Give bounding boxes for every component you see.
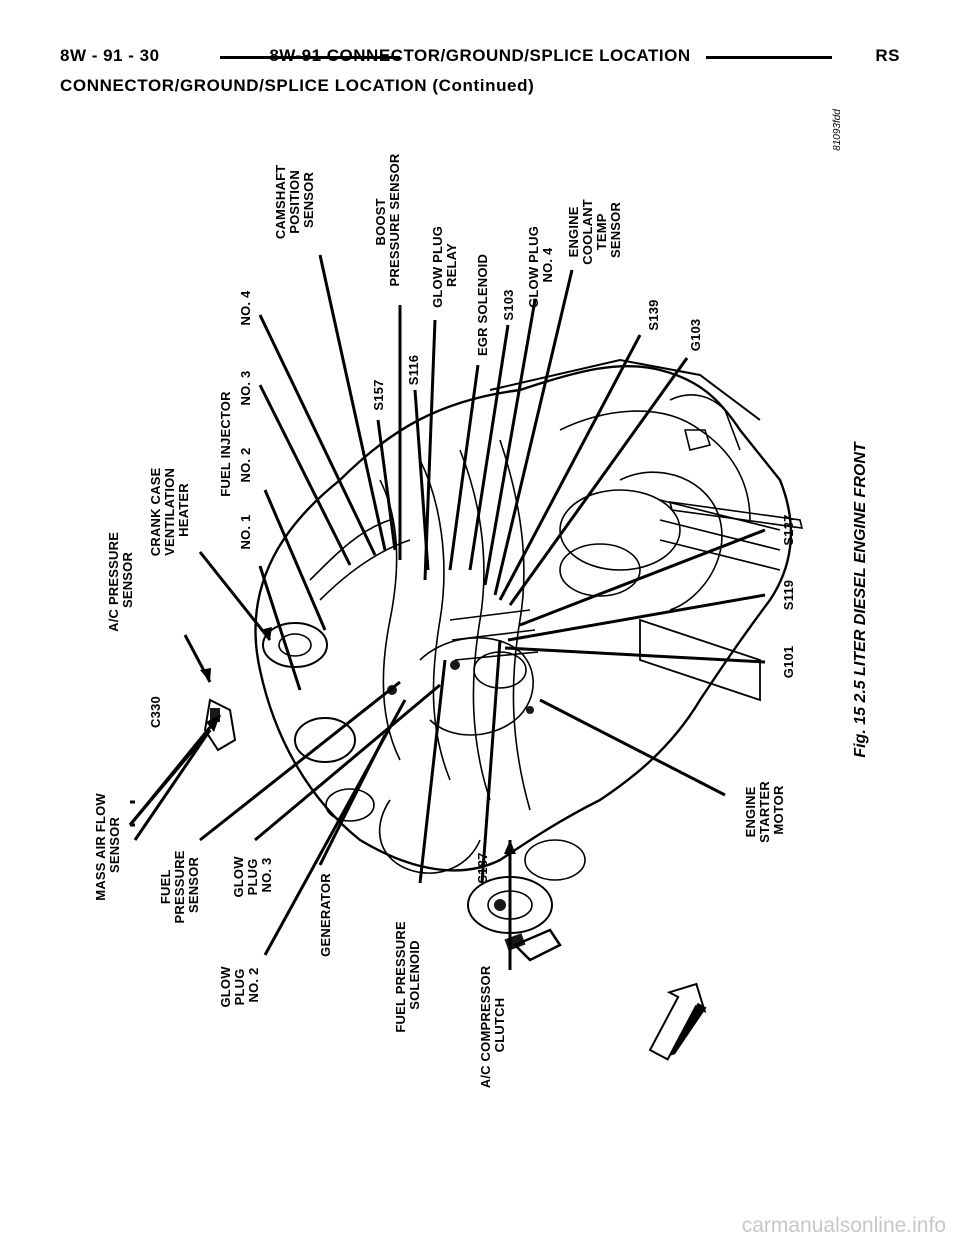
label-s116: S116 <box>406 355 421 385</box>
label-injector-no2: NO. 2 <box>238 448 253 483</box>
label-boost-pressure-sensor: BOOST PRESSURE SENSOR <box>373 153 402 286</box>
label-glow-plug-no4: GLOW PLUG NO. 4 <box>526 222 555 308</box>
label-g103: G103 <box>688 319 703 352</box>
model-code: RS <box>875 46 900 65</box>
watermark: carmanualsonline.info <box>741 1214 946 1237</box>
engine-diagram: MASS AIR FLOW SENSOR C330 A/C PRESSURE S… <box>60 100 900 1192</box>
label-crank-case-heater: CRANK CASE VENTILATION HEATER <box>148 464 191 556</box>
page-number: 8W - 91 - 30 <box>60 46 160 65</box>
label-engine-starter-motor: ENGINE STARTER MOTOR <box>743 777 786 843</box>
label-generator: GENERATOR <box>318 873 333 957</box>
header-rule-right <box>706 56 832 59</box>
leader-lines <box>128 254 766 970</box>
label-s137: S137 <box>781 514 796 545</box>
front-direction-arrow <box>648 982 707 1061</box>
section-title: 8W-91 CONNECTOR/GROUND/SPLICE LOCATION <box>269 46 691 65</box>
figure-caption: Fig. 15 2.5 LITER DIESEL ENGINE FRONT <box>852 441 869 758</box>
label-ac-pressure-sensor: A/C PRESSURE SENSOR <box>106 528 135 632</box>
label-glow-plug-no3: GLOW PLUG NO. 3 <box>231 852 274 897</box>
engine-diagram-svg: MASS AIR FLOW SENSOR C330 A/C PRESSURE S… <box>93 109 869 1089</box>
label-s119: S119 <box>781 580 796 610</box>
label-mass-air-flow: MASS AIR FLOW SENSOR <box>93 789 122 900</box>
label-engine-coolant-temp-sensor: ENGINE COOLANT TEMP SENSOR <box>566 195 623 264</box>
label-fuel-pressure-solenoid: FUEL PRESSURE SOLENOID <box>393 917 422 1032</box>
label-s157: S157 <box>371 379 386 410</box>
label-c330: C330 <box>148 696 163 728</box>
diagram-labels: MASS AIR FLOW SENSOR C330 A/C PRESSURE S… <box>93 153 796 1088</box>
label-injector-no4: NO. 4 <box>238 290 253 326</box>
label-glow-plug-relay: GLOW PLUG RELAY <box>430 222 459 308</box>
page-subtitle: CONNECTOR/GROUND/SPLICE LOCATION (Contin… <box>60 76 535 95</box>
header-rule-left <box>220 56 400 59</box>
label-s139: S139 <box>646 299 661 330</box>
label-ac-compressor-clutch: A/C COMPRESSOR CLUTCH <box>478 962 507 1089</box>
page-footer: carmanualsonline.info <box>0 1212 960 1242</box>
label-camshaft-position-sensor: CAMSHAFT POSITION SENSOR <box>273 161 316 239</box>
page-header: 8W - 91 - 30 8W-91 CONNECTOR/GROUND/SPLI… <box>60 42 900 74</box>
label-fuel-injector: FUEL INJECTOR <box>218 391 233 497</box>
label-g101: G101 <box>781 646 796 679</box>
figure-ref-code: 81093fdd <box>832 109 843 151</box>
leader-arrowheads <box>200 627 516 854</box>
label-injector-no1: NO. 1 <box>238 515 253 550</box>
label-injector-no3: NO. 3 <box>238 371 253 406</box>
label-egr-solenoid: EGR SOLENOID <box>475 254 490 356</box>
label-glow-plug-no2: GLOW PLUG NO. 2 <box>218 962 261 1007</box>
label-s103: S103 <box>501 289 516 320</box>
label-fuel-pressure-sensor: FUEL PRESSURE SENSOR <box>158 847 201 924</box>
label-s187: S187 <box>475 852 490 883</box>
